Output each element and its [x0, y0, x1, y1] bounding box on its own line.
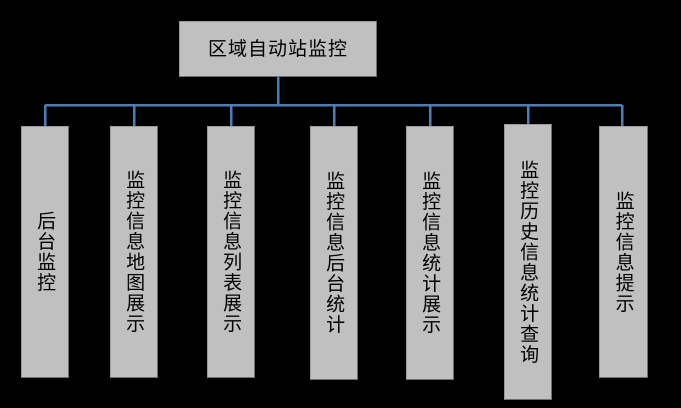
node-child-4[interactable]: 监控信息后台统计	[310, 126, 358, 380]
node-child-2-label: 监控信息地图展示	[123, 170, 146, 334]
node-child-5[interactable]: 监控信息统计展示	[406, 126, 454, 380]
node-child-4-label: 监控信息后台统计	[323, 171, 346, 335]
node-child-7-label: 监控信息提示	[612, 190, 635, 314]
node-child-7[interactable]: 监控信息提示	[599, 126, 648, 378]
node-child-3-label: 监控信息列表展示	[220, 170, 243, 334]
node-child-6[interactable]: 监控历史信息统计查询	[504, 124, 552, 400]
node-child-3[interactable]: 监控信息列表展示	[207, 126, 255, 378]
node-child-2[interactable]: 监控信息地图展示	[110, 126, 158, 378]
node-child-1[interactable]: 后台监控	[21, 126, 69, 378]
node-root-label: 区域自动站监控	[207, 37, 348, 60]
node-child-1-label: 后台监控	[34, 211, 57, 293]
node-child-5-label: 监控信息统计展示	[419, 171, 442, 335]
node-child-6-label: 监控历史信息统计查询	[517, 159, 540, 365]
node-root[interactable]: 区域自动站监控	[179, 21, 377, 77]
